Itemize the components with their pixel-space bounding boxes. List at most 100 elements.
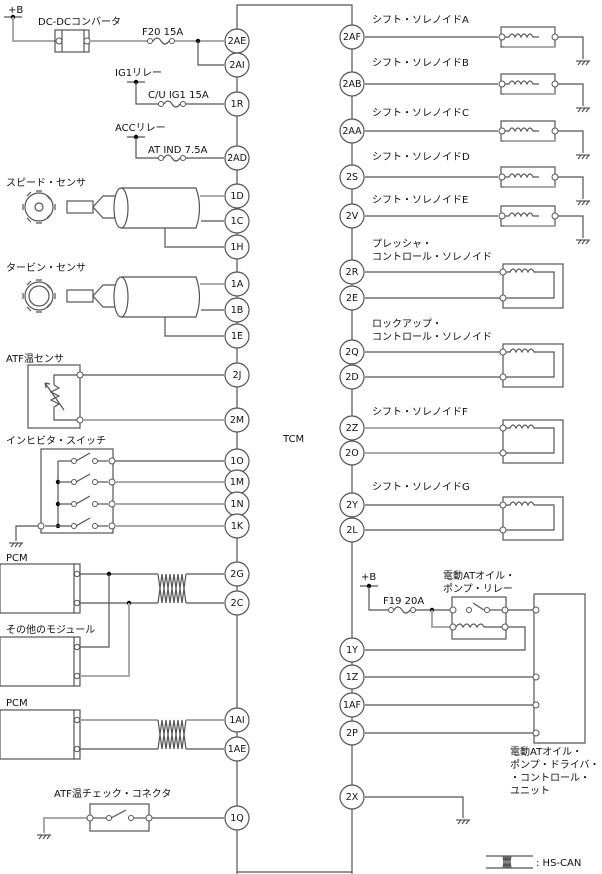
pump-driver-unit-box <box>532 593 586 744</box>
pcm1-box <box>0 563 81 614</box>
twisted-pair-icon <box>157 573 187 604</box>
pressure-solenoid-label-2: コントロール・ソレノイド <box>372 252 492 263</box>
inhibitor-switch-contacts <box>37 452 116 530</box>
pin-label: 1B <box>231 305 244 316</box>
pin-label: 2Q <box>345 347 359 358</box>
speed-sensor-gear-icon <box>22 190 56 224</box>
shift-solenoids-a-e: シフト・ソレノイドA シフト・ソレノイドB シフト・ソレノイドC シフト・ソレノ… <box>372 15 470 206</box>
pump-relay-label-1: 電動ATオイル・ <box>443 569 515 582</box>
acc-relay-label: ACCリレー <box>115 123 166 134</box>
shielded-cable-icon <box>113 187 201 229</box>
pin-left-1d <box>224 183 250 209</box>
twisted-pair-icon <box>157 719 187 750</box>
shift-solenoid-a-label: シフト・ソレノイドA <box>372 15 469 26</box>
ground-icon <box>577 107 590 113</box>
fuse-cu-ig1-label: C/U IG1 15A <box>148 90 209 101</box>
pin-right-1af <box>339 692 365 718</box>
pin-left-1q <box>224 805 250 831</box>
pin-left-1ai <box>224 707 250 733</box>
pin-label: 2M <box>230 415 244 426</box>
pin-right-1z <box>339 664 365 690</box>
pin-left-1k <box>224 513 250 539</box>
inhibitor-switch-box <box>40 448 114 534</box>
thermistor-icon <box>44 374 79 421</box>
pin-label: 2AB <box>342 79 361 90</box>
pin-label: 2AD <box>227 153 247 164</box>
plus-b-label: +B <box>361 572 376 583</box>
pin-label: 1Z <box>346 672 359 683</box>
fuse-icon <box>158 154 186 162</box>
ground-icon <box>9 542 23 548</box>
atf-check-connector-label: ATF温チェック・コネクタ <box>54 788 171 800</box>
other-modules-label: その他のモジュール <box>6 623 95 636</box>
pin-label: 2X <box>346 792 359 803</box>
shift-solenoid-c-coil-icon <box>365 120 590 160</box>
pin-left-1a <box>224 271 250 297</box>
pin-right-2aa <box>339 118 365 144</box>
pin-right-1y <box>339 637 365 663</box>
pump-driver-label-1: 電動ATオイル・ <box>510 745 582 758</box>
pin-label: 2P <box>346 728 358 739</box>
atf-temp-sensor-box <box>27 364 81 429</box>
pcm2-box <box>0 709 81 760</box>
pin-right-2r <box>339 259 365 285</box>
shift-f-solenoid-coil-icon <box>365 419 564 464</box>
shift-solenoid-c-label: シフト・ソレノイドC <box>372 108 469 119</box>
lockup-solenoid-label-2: コントロール・ソレノイド <box>372 332 492 343</box>
fuse-at-ind-label: AT IND 7.5A <box>148 145 208 156</box>
speed-sensor-label: スピード・センサ <box>6 177 86 189</box>
ground-icon <box>37 834 51 840</box>
pin-left-1h <box>224 234 250 260</box>
turbine-sensor-body <box>66 289 94 303</box>
ground-icon <box>456 819 470 825</box>
pin-left-1ae <box>224 736 250 762</box>
ig1-relay-label: IG1リレー <box>115 68 162 79</box>
pin-right-2d <box>339 364 365 390</box>
tcm-label: TCM <box>282 434 304 445</box>
pump-driver-label-4: ユニット <box>510 786 550 797</box>
pin-right-2o <box>339 440 365 466</box>
pressure-solenoid-coil-icon <box>365 263 564 309</box>
pump-driver-label-3: ・コントロール・ <box>510 773 590 784</box>
pump-relay-icon <box>449 596 509 640</box>
pin-right-2af <box>339 24 365 50</box>
hs-can-legend: : HS-CAN <box>486 855 581 869</box>
pin-label: 2AI <box>229 60 244 71</box>
pin-left-2c <box>224 590 250 616</box>
fuse-f19-label: F19 20A <box>383 596 424 607</box>
shift-solenoid-f-label: シフト・ソレノイドF <box>372 407 468 418</box>
shift-solenoid-e-label: シフト・ソレノイドE <box>372 195 468 206</box>
pin-label: 2L <box>346 525 358 536</box>
pin-label: 2O <box>345 448 359 459</box>
ground-icon <box>577 60 590 66</box>
pin-left-1c <box>224 208 250 234</box>
shift-solenoid-b-label: シフト・ソレノイドB <box>372 58 469 69</box>
fuse-icon <box>158 100 186 108</box>
pin-right-2s <box>339 164 365 190</box>
pump-driver-label-2: ポンプ・ドライバ・ <box>510 759 600 771</box>
pin-label: 2G <box>230 569 243 580</box>
pin-label: 1H <box>230 242 243 253</box>
pin-label: 1O <box>230 456 244 467</box>
pin-label: 1AE <box>228 744 247 755</box>
ground-icon <box>577 239 590 245</box>
shielded-cable-icon <box>113 276 201 318</box>
turbine-sensor-label: タービン・センサ <box>6 262 86 274</box>
pcm1-label: PCM <box>6 553 28 564</box>
pin-label: 2AF <box>343 32 361 43</box>
shift-solenoid-a-coil-icon <box>365 26 590 66</box>
pin-right-2e <box>339 285 365 311</box>
pin-label: 1Q <box>230 813 244 824</box>
pin-label: 1N <box>230 499 243 510</box>
atf-temp-sensor-label: ATF温センサ <box>6 353 64 365</box>
pin-label: 1E <box>231 331 243 342</box>
lockup-solenoid-coil-icon <box>365 343 564 388</box>
pin-label: 1C <box>231 216 244 227</box>
pin-label: 1M <box>230 477 244 488</box>
pin-right-2ab <box>339 71 365 97</box>
pin-left-1r <box>224 91 250 117</box>
inhibitor-switch-label: インヒビタ・スイッチ <box>6 435 106 447</box>
pin-left-1b <box>224 297 250 323</box>
shift-solenoid-g-label: シフト・ソレノイドG <box>372 482 470 493</box>
